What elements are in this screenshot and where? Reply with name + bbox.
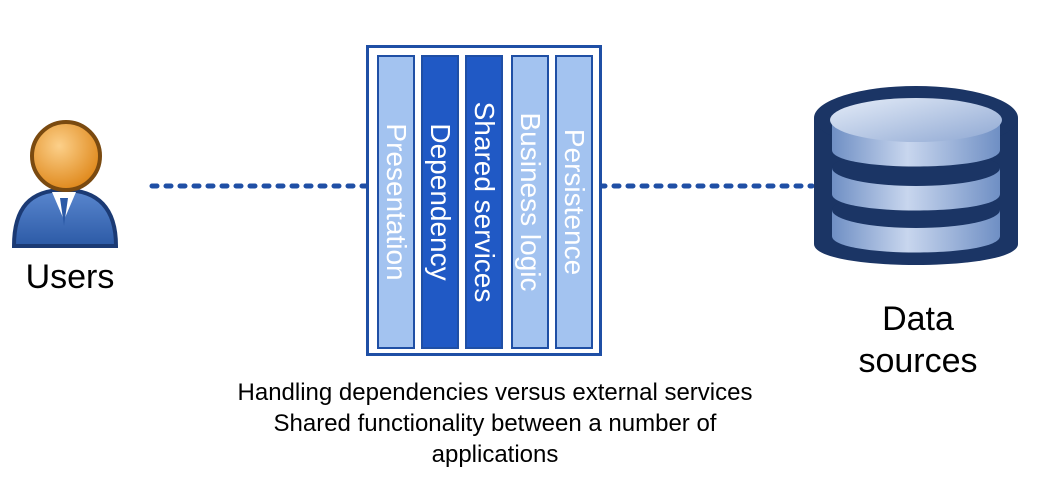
data-sources-label: Data sources: [828, 298, 1008, 382]
user-icon: [11, 120, 119, 248]
data-sources-label-line1: Data: [882, 300, 954, 338]
database-icon: [814, 86, 1018, 265]
layer-business-logic: Business logic: [511, 55, 549, 349]
layer-shared-services: Shared services: [465, 55, 503, 349]
layer-business-logic-label: Business logic: [515, 112, 546, 292]
caption-line2: Shared functionality between a number of: [273, 410, 717, 437]
layer-dependency-label: Dependency: [425, 123, 456, 281]
layer-persistence: Persistence: [555, 55, 593, 349]
layer-presentation: Presentation: [377, 55, 415, 349]
application-layer-stack: Presentation Dependency Shared services …: [366, 45, 602, 356]
data-sources-label-line2: sources: [858, 342, 978, 380]
layer-shared-services-label: Shared services: [469, 101, 500, 303]
caption-line3: applications: [431, 441, 559, 468]
caption-line1: Handling dependencies versus external se…: [237, 379, 753, 406]
layer-presentation-label: Presentation: [381, 123, 412, 281]
users-label: Users: [25, 258, 115, 296]
layer-dependency: Dependency: [421, 55, 459, 349]
layer-persistence-label: Persistence: [559, 128, 590, 276]
diagram-caption: Handling dependencies versus external se…: [180, 377, 810, 470]
